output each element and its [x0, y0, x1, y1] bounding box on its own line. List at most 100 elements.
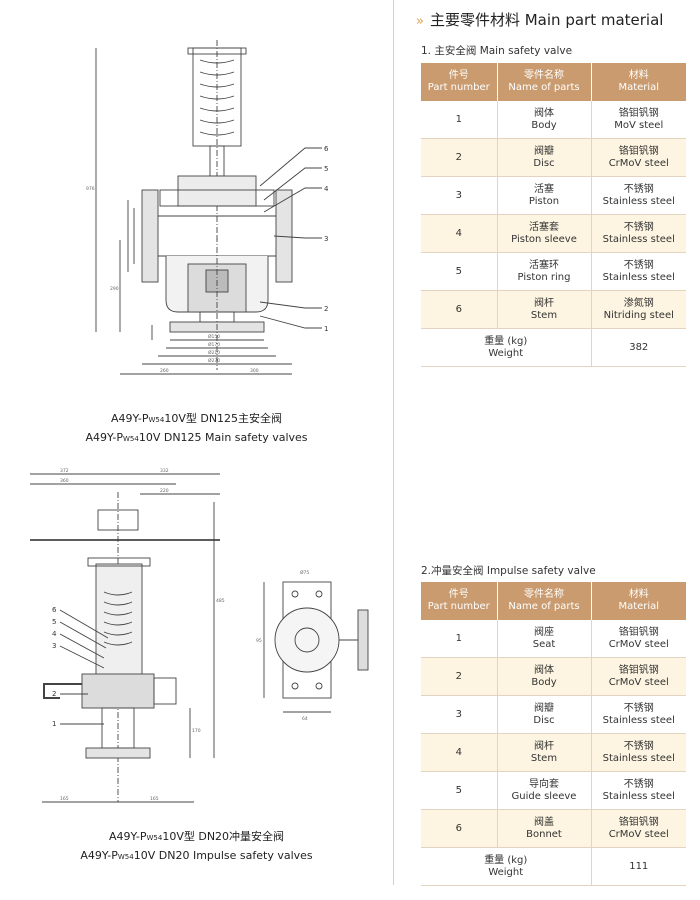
impulse-valve-drawing: 6 5 4 3 2 1 372 332 360 220 485 170 165 … [30, 468, 369, 803]
part-number: 3 [421, 176, 498, 215]
part-number: 6 [421, 809, 498, 848]
main-dim: 300 [250, 368, 259, 374]
part-number: 5 [421, 252, 498, 291]
impulse-label-1: 1 [52, 720, 56, 728]
impulse-label-6: 6 [52, 606, 57, 614]
impulse-dim: 64 [302, 716, 308, 722]
part-number: 1 [421, 101, 498, 139]
section-header: » 主要零件材料 Main part material [416, 9, 663, 30]
weight-label: 重量 (kg)Weight [421, 847, 592, 886]
weight-value: 111 [591, 847, 686, 886]
main-label-4: 4 [324, 185, 329, 193]
impulse-caption-en: A49Y-PW5410V DN20 Impulse safety valves [80, 849, 313, 862]
main-caption-cn: A49Y-PW5410V型 DN125主安全阀 [110, 412, 283, 425]
main-dim: 260 [160, 368, 169, 374]
part-number: 3 [421, 695, 498, 734]
impulse-label-4: 4 [52, 630, 57, 638]
drawings-panel: 6 5 4 3 2 1 Ø150 Ø170 Ø210 Ø270 260 300 … [0, 0, 394, 885]
part-number: 5 [421, 771, 498, 810]
impulse-dim: 170 [192, 728, 201, 734]
main-valve-caption: A49Y-PW5410V型 DN125主安全阀 A49Y-PW5410V DN1… [0, 410, 393, 448]
impulse-dim: 220 [160, 488, 169, 494]
impulse-dim: 332 [160, 468, 169, 474]
main-dim: 290 [110, 286, 119, 292]
part-number: 2 [421, 138, 498, 177]
part-number: 2 [421, 657, 498, 696]
chevron-icon: » [416, 14, 424, 29]
table1-title: 1. 主安全阀 Main safety valve [421, 45, 573, 57]
table2-title: 2.冲量安全阀 Impulse safety valve [421, 565, 596, 577]
main-dim: Ø150 [208, 333, 220, 340]
section-title: 主要零件材料 Main part material [429, 11, 664, 29]
main-valve-drawing: 6 5 4 3 2 1 Ø150 Ø170 Ø210 Ø270 260 300 … [86, 40, 329, 375]
main-dim: Ø170 [208, 341, 220, 348]
impulse-dim: 485 [216, 598, 225, 604]
main-label-5: 5 [324, 165, 328, 173]
main-dim: Ø210 [208, 349, 220, 356]
impulse-dim: 95 [256, 638, 262, 644]
main-label-3: 3 [324, 235, 328, 243]
impulse-dim: 165 [150, 796, 159, 802]
impulse-label-5: 5 [52, 618, 56, 626]
part-number: 1 [421, 620, 498, 658]
main-dim: Ø270 [208, 357, 220, 364]
impulse-caption-cn: A49Y-PW5410V型 DN20冲量安全阀 [108, 830, 285, 843]
weight-row: 重量 (kg)Weight 111 [421, 847, 686, 886]
part-number: 4 [421, 733, 498, 772]
impulse-dim: 165 [60, 796, 69, 802]
weight-value: 382 [591, 328, 686, 367]
main-label-6: 6 [324, 145, 329, 153]
part-number: 4 [421, 214, 498, 253]
impulse-label-2: 2 [52, 690, 56, 698]
impulse-valve-caption: A49Y-PW5410V型 DN20冲量安全阀 A49Y-PW5410V DN2… [0, 828, 393, 866]
impulse-dim: 372 [60, 468, 69, 474]
impulse-label-3: 3 [52, 642, 56, 650]
main-dim: 976 [86, 186, 95, 192]
main-label-1: 1 [324, 325, 328, 333]
main-label-2: 2 [324, 305, 328, 313]
impulse-dim: 360 [60, 478, 69, 484]
